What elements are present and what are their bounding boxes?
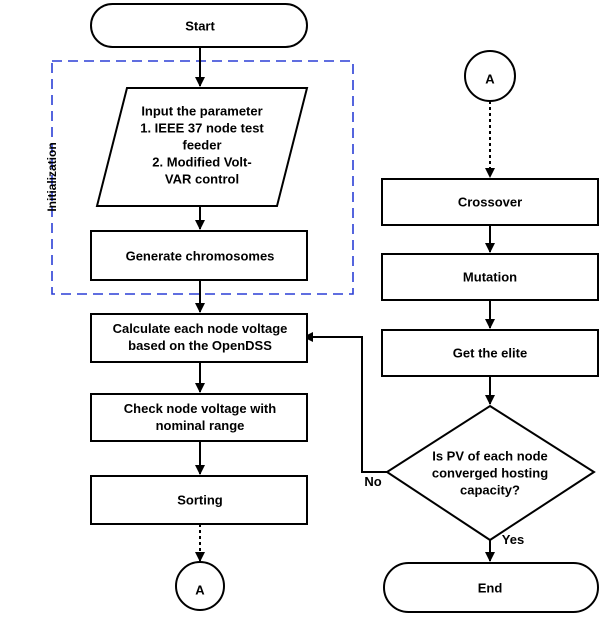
calculate-label-line: Calculate each node voltage: [113, 321, 288, 336]
input-parallelogram: [95, 87, 309, 207]
start-label: Start: [185, 19, 215, 34]
start-label-line: Start: [185, 19, 215, 34]
decision-label-line: Is PV of each node: [432, 449, 548, 464]
crossover-label: Crossover: [458, 195, 522, 210]
calculate-label: Calculate each node voltage based on the …: [113, 321, 288, 353]
mutation-label: Mutation: [463, 270, 517, 285]
sorting-process: [90, 475, 308, 525]
decision-diamond: [385, 404, 596, 542]
edge-label-no: No: [364, 474, 381, 489]
check-label: Check node voltage with nominal range: [124, 401, 276, 433]
decision-label: Is PV of each node converged hosting capac…: [432, 449, 548, 498]
check-process: [90, 393, 308, 442]
input-label-line: 2. Modified Volt-: [152, 155, 251, 170]
mutation-label-line: Mutation: [463, 270, 517, 285]
sorting-label-line: Sorting: [177, 493, 223, 508]
decision-label-line: capacity?: [460, 483, 520, 498]
connector_left-label-line: A: [195, 583, 205, 598]
edge-label-yes: Yes: [502, 532, 524, 547]
connector-a-left-label: A: [195, 583, 205, 598]
input-label-line: 1. IEEE 37 node test: [140, 121, 264, 136]
crossover-process: [381, 178, 599, 226]
calculate-label-line: based on the OpenDSS: [128, 338, 272, 353]
input-label: Input the parameter 1. IEEE 37 node test f…: [140, 104, 264, 187]
input-label-line: feeder: [182, 138, 221, 153]
decision-label-line: converged hosting: [432, 466, 548, 481]
check-label-line: nominal range: [156, 418, 245, 433]
end-label-line: End: [478, 581, 503, 596]
end-terminator: [383, 562, 599, 613]
sorting-label: Sorting: [177, 493, 223, 508]
generate-process: [90, 230, 308, 281]
connector-a-left: [175, 561, 225, 611]
crossover-label-line: Crossover: [458, 195, 522, 210]
mutation-process: [381, 253, 599, 301]
input-label-line: Input the parameter: [141, 104, 262, 119]
connector-a-right-label: A: [485, 72, 495, 87]
initialization-label: Initialization: [45, 142, 59, 211]
initialization-group: [51, 60, 354, 295]
calculate-process: [90, 313, 308, 363]
end-label: End: [478, 581, 503, 596]
elite-label-line: Get the elite: [453, 346, 527, 361]
connector-a-right: [464, 50, 516, 102]
connector_right-label-line: A: [485, 72, 495, 87]
start-terminator: [90, 3, 308, 48]
elite-label: Get the elite: [453, 346, 527, 361]
input-label-line: VAR control: [165, 172, 239, 187]
elite-process: [381, 329, 599, 377]
check-label-line: Check node voltage with: [124, 401, 276, 416]
edge-decision-calculate: [303, 332, 387, 473]
generate-label-line: Generate chromosomes: [126, 249, 275, 264]
generate-label: Generate chromosomes: [126, 249, 275, 264]
